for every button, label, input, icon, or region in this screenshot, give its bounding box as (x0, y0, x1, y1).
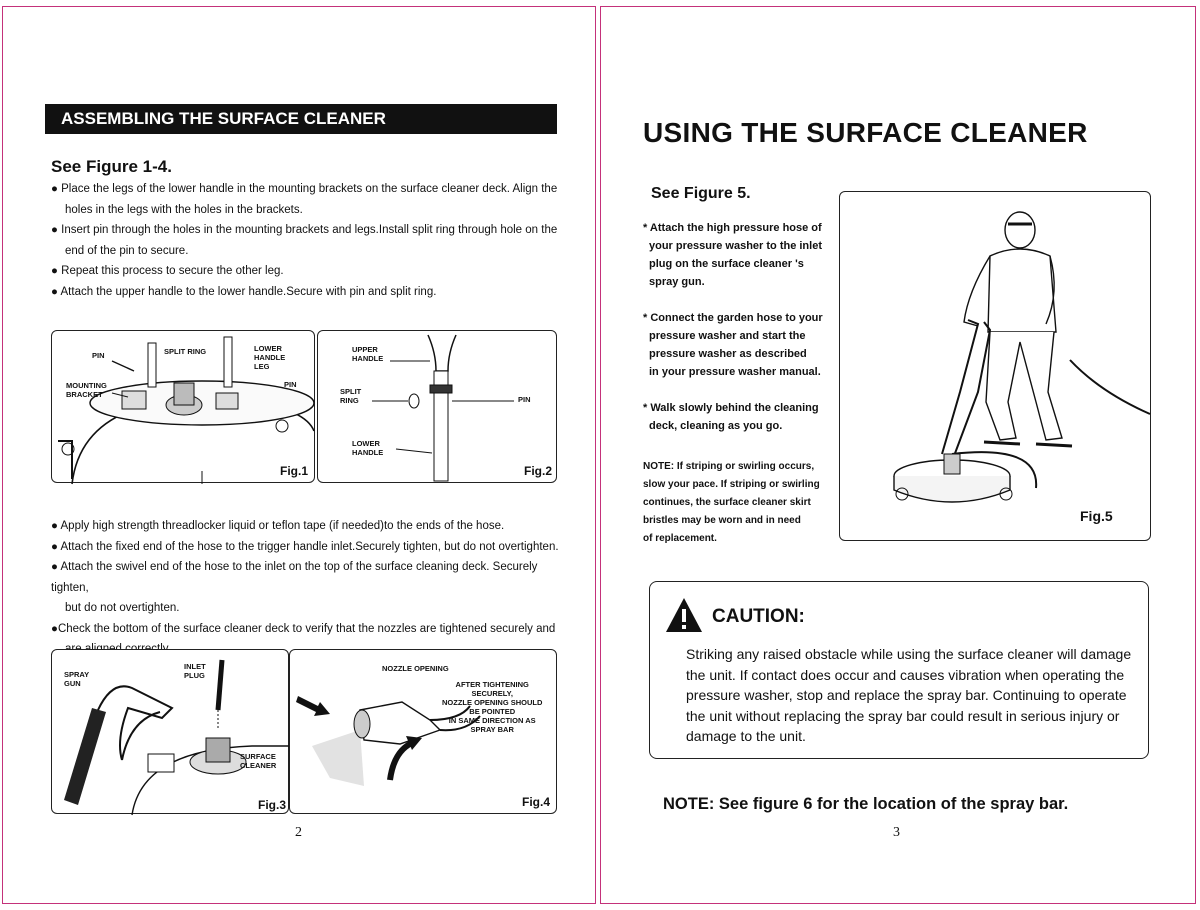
step-line: your pressure washer to the inlet (649, 240, 822, 252)
figure-4: NOZZLE OPENING AFTER TIGHTENING SECURELY… (289, 649, 557, 814)
note-line: of replacement. (643, 533, 717, 544)
fig5-illustration (893, 211, 1151, 503)
caution-line: Striking any raised obstacle while using… (686, 646, 1132, 662)
list-item-line: ● Attach the upper handle to the lower h… (51, 285, 437, 298)
caution-title: CAUTION: (712, 606, 805, 627)
step-line: deck, cleaning as you go. (649, 420, 783, 432)
note-line: bristles may be worn and in need (643, 515, 801, 526)
list-item-line: but do not overtighten. (65, 602, 180, 614)
step-line: spray gun. (649, 276, 705, 288)
caution-line: the unit without replacing the spray bar… (686, 707, 1120, 724)
fig2-caption: Fig.2 (524, 464, 553, 478)
left-page: ASSEMBLING THE SURFACE CLEANER See Figur… (2, 6, 596, 904)
list-item-line: ●Check the bottom of the surface cleaner… (51, 622, 556, 635)
fig2-lower-handle-label: LOWER HANDLE (352, 439, 384, 457)
fig3-inlet-plug-label: INLET PLUG (184, 662, 206, 680)
fig3-caption: Fig.3 (258, 798, 287, 812)
fig2-upper-handle-label: UPPER HANDLE (352, 345, 384, 363)
fig1-pin2-label: PIN (284, 380, 297, 389)
list-item-line: ● Place the legs of the lower handle in … (51, 183, 558, 195)
step-line: * Attach the high pressure hose of (643, 222, 822, 234)
fig1-pin-label: PIN (92, 351, 105, 360)
bottom-note: NOTE: See figure 6 for the location of t… (663, 795, 1069, 813)
striping-note: NOTE: If striping or swirling occurs, slo… (643, 458, 843, 548)
step-line: pressure washer as described (649, 348, 807, 360)
step-line: * Connect the garden hose to your (643, 312, 823, 324)
fig2-illustration (372, 334, 514, 482)
caution-text: Striking any raised obstacle while using… (686, 644, 1142, 747)
fig4-caption: Fig.4 (522, 795, 551, 809)
list-item-line: ● Repeat this process to secure the othe… (51, 265, 284, 277)
fig4-after-tightening-note: AFTER TIGHTENING SECURELY, NOZZLE OPENIN… (442, 680, 543, 734)
figure-5: Fig.5 (839, 191, 1151, 541)
step-line: plug on the surface cleaner 's (649, 258, 804, 270)
fig4-illustration (296, 696, 481, 786)
right-subheading: See Figure 5. (651, 185, 751, 202)
note-line: continues, the surface cleaner skirt (643, 497, 811, 508)
caution-line: the unit. If contact does occur and caus… (686, 666, 1125, 683)
list-item-line: end of the pin to secure. (65, 244, 189, 257)
fig5-caption: Fig.5 (1080, 508, 1113, 524)
fig1-lower-handle-leg-label: LOWER HANDLE LEG (254, 344, 286, 371)
step-line: * Walk slowly behind the cleaning (643, 402, 819, 414)
note-line: NOTE: If striping or swirling occurs, (643, 461, 815, 472)
usage-steps: * Attach the high pressure hose of your p… (643, 219, 843, 453)
fig3-illustration (64, 659, 290, 816)
right-page: USING THE SURFACE CLEANER See Figure 5. … (600, 6, 1196, 904)
figure-1: PIN SPLIT RING LOWER HANDLE LEG PIN MOUN… (51, 330, 315, 485)
fig2-split-ring-label: SPLIT RING (340, 387, 362, 405)
figure-3: SPRAY GUN INLET PLUG SURFACE CLEANER Fig… (51, 649, 290, 816)
page-number-left: 2 (295, 825, 302, 840)
step-line: in your pressure washer manual. (649, 366, 821, 378)
fig3-surface-cleaner-label: SURFACE CLEANER (240, 752, 277, 770)
caution-box: CAUTION: Striking any raised obstacle wh… (649, 581, 1149, 759)
fig1-illustration (58, 336, 315, 485)
fig2-pin-label: PIN (518, 395, 531, 404)
subheading: See Figure 1-4. (51, 157, 172, 176)
section-header: ASSEMBLING THE SURFACE CLEANER (45, 104, 557, 134)
list-item-line: holes in the legs with the holes in the … (65, 203, 303, 216)
fig3-spray-gun-label: SPRAY GUN (64, 670, 90, 688)
list-item-line: ● Attach the swivel end of the hose to t… (51, 561, 538, 594)
list-item-line: ● Insert pin through the holes in the mo… (51, 224, 558, 236)
page-number-right: 3 (893, 825, 900, 840)
fig4-nozzle-opening-label: NOZZLE OPENING (382, 664, 449, 673)
instructions-list-a: ● Place the legs of the lower handle in … (51, 179, 571, 302)
step-item: * Walk slowly behind the cleaning deck, c… (643, 399, 843, 435)
caution-line: pressure washer, stop and replace the sp… (686, 687, 1127, 703)
warning-triangle-icon (666, 598, 702, 632)
list-item-line: ● Attach the fixed end of the hose to th… (51, 540, 559, 553)
caution-line: damage to the unit. (686, 728, 806, 744)
step-line: pressure washer and start the (649, 330, 806, 342)
figure-2: UPPER HANDLE SPLIT RING PIN LOWER HANDLE… (317, 330, 557, 483)
fig1-mounting-bracket-label: MOUNTING BRACKET (66, 381, 107, 399)
step-item: * Attach the high pressure hose of your p… (643, 219, 843, 291)
note-line: slow your pace. If striping or swirling (643, 479, 820, 490)
instructions-list-b: ● Apply high strength threadlocker liqui… (51, 516, 571, 660)
fig1-caption: Fig.1 (280, 464, 309, 478)
fig1-split-ring-label: SPLIT RING (164, 347, 207, 356)
page-title: USING THE SURFACE CLEANER (643, 117, 1088, 148)
step-item: * Connect the garden hose to your pressur… (643, 309, 843, 381)
list-item-line: ● Apply high strength threadlocker liqui… (51, 520, 505, 532)
